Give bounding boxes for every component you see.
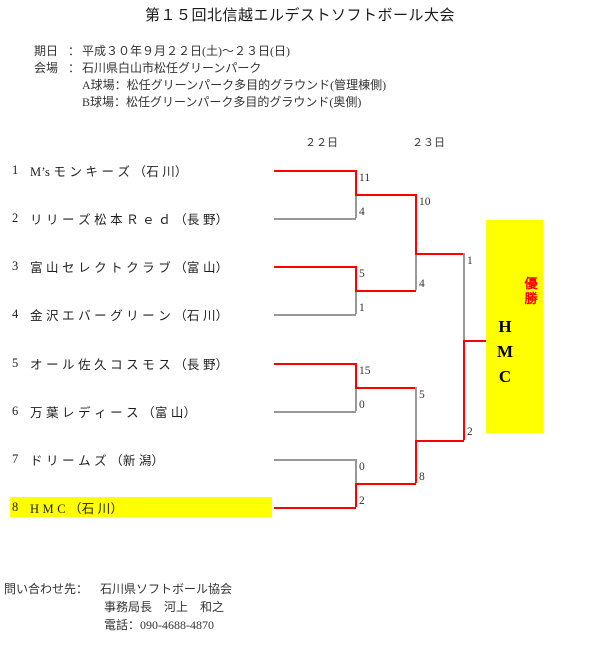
page-title: 第１５回北信越エルデストソフトボール大会 bbox=[144, 8, 455, 24]
bracket-team-row-8[interactable]: 8 H M C （石 川） bbox=[10, 497, 272, 517]
r1-m1-bottom-line bbox=[274, 218, 356, 220]
team-name: 万 葉 レ デ ィ ー ス （富 山） bbox=[30, 405, 197, 420]
r1-m2-top-line bbox=[274, 266, 356, 268]
day-header-23: ２３日 bbox=[412, 137, 445, 149]
r1-m2-top-score: 5 bbox=[359, 268, 365, 280]
r1-m2-connector-win bbox=[355, 266, 357, 290]
r1-m1-connector-win bbox=[355, 170, 357, 194]
event-venue-value: 石川県白山市松任グリーンパーク bbox=[82, 61, 262, 75]
r2-s1-connector-win bbox=[415, 194, 417, 253]
r1-m3-bottom-line bbox=[274, 411, 356, 413]
day-header-22: ２２日 bbox=[305, 137, 338, 149]
r1-m3-connector-win bbox=[355, 363, 357, 387]
r2-s1-connector-lose bbox=[415, 253, 417, 290]
event-venue-line: 会場 ：石川県白山市松任グリーンパーク bbox=[34, 60, 386, 77]
r1-m2-connector-lose bbox=[355, 290, 357, 314]
seed-number: 5 bbox=[12, 355, 19, 370]
team-name: H M C （石 川） bbox=[30, 501, 124, 516]
r2-s2-bottom-score: 8 bbox=[419, 471, 425, 483]
seed-number: 4 bbox=[12, 306, 19, 321]
event-info: 期日 ：平成３０年９月２２日(土)〜２３日(日) 会場 ：石川県白山市松任グリーンパ… bbox=[34, 43, 386, 111]
venue-field-b: B球場：松任グリーンパーク多目的グラウンド(奥側) bbox=[82, 95, 362, 109]
bracket-team-row-7[interactable]: 7 ド リ ー ム ズ （新 潟） bbox=[10, 449, 272, 469]
final-bottom-score: 2 bbox=[467, 426, 473, 438]
r1-m1-top-score: 11 bbox=[359, 172, 371, 184]
final-connector-lose bbox=[463, 253, 465, 340]
bracket-team-row-4[interactable]: 4 金 沢 エ バ ー グ リ ー ン （石 川） bbox=[10, 304, 272, 324]
contact-organization: 石川県ソフトボール協会 bbox=[100, 582, 233, 596]
bracket-team-row-6[interactable]: 6 万 葉 レ デ ィ ー ス （富 山） bbox=[10, 401, 272, 421]
venue-field-a: A球場：松任グリーンパーク多目的グラウンド(管理棟側) bbox=[82, 78, 387, 92]
r1-m3-top-score: 15 bbox=[359, 365, 371, 377]
contact-line: 問い合わせ先： 石川県ソフトボール協会 bbox=[4, 580, 232, 598]
r1-m3-connector-lose bbox=[355, 387, 357, 411]
bracket-team-row-3[interactable]: 3 富 山 セ レ ク ト ク ラ ブ （富 山） bbox=[10, 256, 272, 276]
r1-m1-top-line bbox=[274, 170, 356, 172]
r2-s2-connector-lose bbox=[415, 387, 417, 440]
seed-number: 8 bbox=[12, 499, 19, 514]
seed-number: 6 bbox=[12, 403, 19, 418]
r1-m4-bottom-line bbox=[274, 507, 356, 509]
team-name: 富 山 セ レ ク ト ク ラ ブ （富 山） bbox=[30, 260, 229, 275]
event-date-line: 期日 ：平成３０年９月２２日(土)〜２３日(日) bbox=[34, 43, 386, 60]
r2-s1-top-line bbox=[355, 194, 416, 196]
seed-number: 7 bbox=[12, 451, 19, 466]
team-name: 金 沢 エ バ ー グ リ ー ン （石 川） bbox=[30, 308, 229, 323]
r1-m4-top-score: 0 bbox=[359, 461, 365, 473]
contact-block: 問い合わせ先： 石川県ソフトボール協会 事務局長 河上 和之 電話：090-468… bbox=[4, 580, 232, 634]
seed-number: 1 bbox=[12, 162, 19, 177]
r1-m4-connector-win bbox=[355, 483, 357, 507]
r2-s2-top-score: 5 bbox=[419, 389, 425, 401]
final-bottom-line bbox=[415, 440, 464, 442]
final-connector-win bbox=[463, 340, 465, 440]
r1-m4-top-line bbox=[274, 459, 356, 461]
date-colon: ： bbox=[68, 44, 81, 58]
event-date-value: 平成３０年９月２２日(土)〜２３日(日) bbox=[82, 44, 290, 58]
r1-m1-bottom-score: 4 bbox=[359, 206, 365, 218]
r2-s1-top-score: 10 bbox=[419, 196, 431, 208]
final-top-line bbox=[415, 253, 464, 255]
champion-label: 優勝 bbox=[524, 276, 538, 306]
team-name: オ ー ル 佐 久 コ ス モ ス （長 野） bbox=[30, 357, 229, 372]
contact-label: 問い合わせ先： bbox=[4, 582, 89, 596]
r2-s2-connector-win bbox=[415, 440, 417, 483]
r1-m4-bottom-score: 2 bbox=[359, 495, 365, 507]
r1-m3-bottom-score: 0 bbox=[359, 399, 365, 411]
r1-m2-bottom-line bbox=[274, 314, 356, 316]
seed-number: 3 bbox=[12, 258, 19, 273]
bracket-team-row-1[interactable]: 1 M’s モ ン キ ー ズ （石 川） bbox=[10, 160, 272, 180]
team-name: M’s モ ン キ ー ズ （石 川） bbox=[30, 164, 188, 179]
contact-person: 事務局長 河上 和之 bbox=[104, 600, 225, 614]
venue-colon: ： bbox=[68, 61, 81, 75]
seed-number: 2 bbox=[12, 210, 19, 225]
event-date-label: 期日 bbox=[34, 44, 59, 58]
r1-m2-bottom-score: 1 bbox=[359, 302, 365, 314]
r1-m1-connector-lose bbox=[355, 194, 357, 218]
r2-s2-bottom-line bbox=[355, 483, 416, 485]
r1-m4-connector-lose bbox=[355, 459, 357, 483]
final-top-score: 1 bbox=[467, 255, 473, 267]
event-venue-label: 会場 bbox=[34, 61, 59, 75]
team-name: ド リ ー ム ズ （新 潟） bbox=[30, 453, 165, 468]
r1-m3-top-line bbox=[274, 363, 356, 365]
contact-phone: 電話：090-4688-4870 bbox=[104, 618, 214, 632]
r2-s1-bottom-line bbox=[355, 290, 416, 292]
bracket-team-row-5[interactable]: 5 オ ー ル 佐 久 コ ス モ ス （長 野） bbox=[10, 353, 272, 373]
final-champion-line bbox=[463, 340, 488, 342]
team-name: リ リ ー ズ 松 本 Ｒ ｅ ｄ （長 野） bbox=[30, 212, 229, 227]
r2-s1-bottom-score: 4 bbox=[419, 278, 425, 290]
r2-s2-top-line bbox=[355, 387, 416, 389]
bracket-team-row-2[interactable]: 2 リ リ ー ズ 松 本 Ｒ ｅ ｄ （長 野） bbox=[10, 208, 272, 228]
